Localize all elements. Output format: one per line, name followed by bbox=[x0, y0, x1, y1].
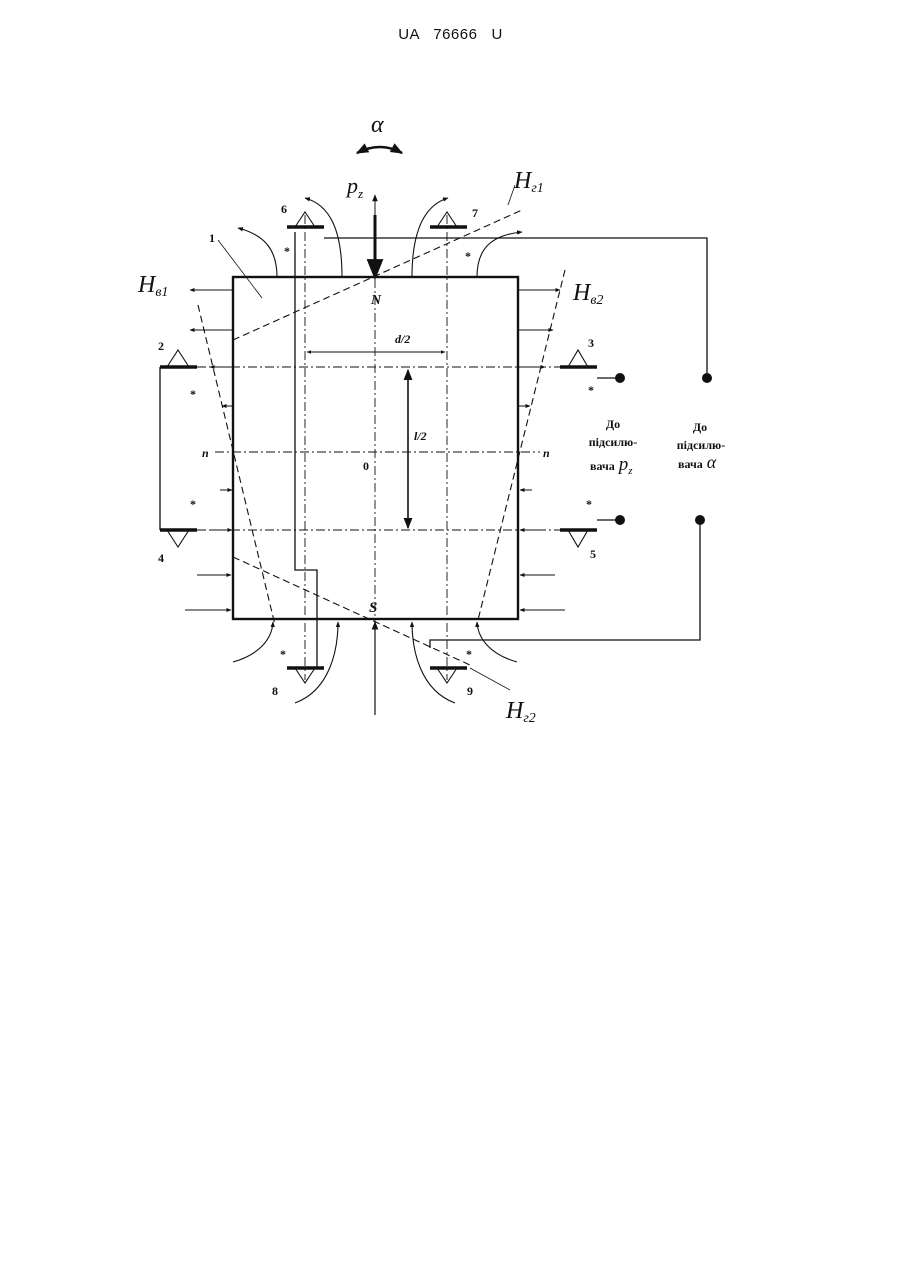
polarity-star: * bbox=[586, 497, 592, 511]
origin-label: 0 bbox=[363, 459, 369, 473]
part-number-1: 1 bbox=[209, 231, 215, 245]
sensor-4-body bbox=[167, 530, 189, 547]
field-boundary-hg1 bbox=[233, 210, 522, 340]
polarity-star: * bbox=[465, 249, 471, 263]
polarity-star: * bbox=[466, 647, 472, 661]
wire-top-to-alpha bbox=[324, 238, 707, 378]
field-curve bbox=[238, 228, 277, 277]
wire-bottom-to-alpha bbox=[430, 520, 700, 648]
terminal-alpha-lower bbox=[696, 516, 705, 525]
terminal-pz-lower bbox=[616, 516, 625, 525]
polarity-star: * bbox=[284, 244, 290, 258]
dimension-l: l/2 bbox=[414, 429, 427, 443]
dimension-d: d/2 bbox=[395, 332, 410, 346]
output-pz-line1: До bbox=[606, 417, 620, 431]
axis-label-n-right: n bbox=[543, 446, 550, 460]
field-boundary-hv1 bbox=[198, 305, 275, 625]
axis-label-n-left: n bbox=[202, 446, 209, 460]
field-curve bbox=[477, 232, 522, 277]
polarity-star: * bbox=[280, 647, 286, 661]
force-label: pz bbox=[345, 173, 363, 201]
output-pz-line3: вачаpz bbox=[590, 454, 633, 477]
polarity-star: * bbox=[190, 497, 196, 511]
field-curve bbox=[477, 622, 517, 662]
field-curve bbox=[412, 622, 455, 703]
output-pz-line2: підсилю- bbox=[589, 435, 637, 449]
part-number-3: 3 bbox=[588, 336, 594, 350]
sensor-5-body bbox=[568, 530, 588, 547]
rotation-arrow bbox=[357, 147, 402, 153]
sensor-3-body bbox=[568, 350, 588, 367]
part-number-9: 9 bbox=[467, 684, 473, 698]
output-alpha-line1: До bbox=[693, 420, 707, 434]
field-curve bbox=[233, 622, 273, 662]
field-label-hg1: Hг1 bbox=[513, 168, 544, 196]
part-number-5: 5 bbox=[590, 547, 596, 561]
field-label-hv2: Hв2 bbox=[572, 280, 603, 308]
part-number-7: 7 bbox=[472, 206, 478, 220]
field-boundary-hg2 bbox=[233, 557, 470, 665]
part-number-6: 6 bbox=[281, 202, 287, 216]
terminal-alpha-upper bbox=[703, 374, 712, 383]
part-number-8: 8 bbox=[272, 684, 278, 698]
part-number-2: 2 bbox=[158, 339, 164, 353]
wire-left-vertical bbox=[295, 232, 317, 668]
part-number-4: 4 bbox=[158, 551, 164, 565]
output-alpha-line3: вачаα bbox=[678, 452, 717, 472]
terminal-pz-upper bbox=[616, 374, 625, 383]
field-label-hv1: Hв1 bbox=[137, 272, 168, 300]
field-boundary-hv2 bbox=[478, 270, 565, 620]
sensor-2-body bbox=[167, 350, 189, 367]
pole-south: S bbox=[369, 600, 377, 616]
magnet-body bbox=[233, 277, 518, 619]
output-alpha-line2: підсилю- bbox=[677, 438, 725, 452]
leader-hg2 bbox=[470, 668, 510, 690]
rotation-symbol: α bbox=[371, 112, 384, 138]
leader-1 bbox=[218, 240, 262, 298]
polarity-star: * bbox=[190, 387, 196, 401]
polarity-star: * bbox=[588, 383, 594, 397]
pole-north: N bbox=[370, 293, 382, 308]
field-label-hg2: Hг2 bbox=[505, 698, 536, 726]
